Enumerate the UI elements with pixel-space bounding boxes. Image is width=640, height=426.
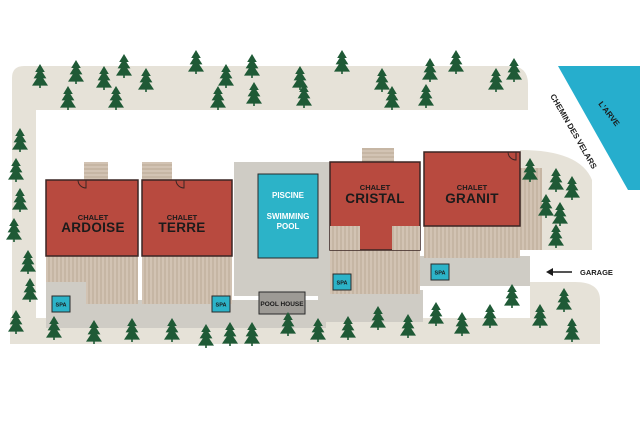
spa-granit-label: SPA — [435, 271, 446, 277]
chalet-ardoise-line1: CHALET — [78, 213, 109, 222]
spa-ardoise-label: SPA — [56, 303, 67, 309]
pool-house[interactable]: POOL HOUSE — [258, 291, 306, 315]
pool-house-label: POOL HOUSE — [260, 301, 304, 308]
pool-label-en-1: SWIMMING — [267, 212, 310, 221]
tree — [334, 50, 350, 74]
chalet-terre[interactable]: CHALET TERRE — [141, 162, 233, 304]
spa-granit[interactable]: SPA — [430, 263, 450, 281]
spa-terre-label: SPA — [216, 303, 227, 309]
chalet-granit-name: GRANIT — [445, 191, 499, 206]
tree — [504, 284, 520, 308]
chalet-terre-line1: CHALET — [167, 213, 198, 222]
chalet-granit-line1: CHALET — [457, 183, 488, 192]
garage-label: GARAGE — [580, 268, 613, 277]
tree — [428, 302, 444, 326]
spa-terre[interactable]: SPA — [211, 295, 231, 313]
chalet-terre-name: TERRE — [158, 220, 205, 235]
garage-entrance: GARAGE — [546, 268, 613, 277]
chalet-granit[interactable]: CHALET GRANIT — [423, 151, 542, 258]
spa-cristal[interactable]: SPA — [332, 273, 352, 291]
chalet-cristal[interactable]: CHALET CRISTAL — [329, 148, 421, 294]
chalet-ardoise[interactable]: CHALET ARDOISE — [45, 162, 139, 322]
spa-cristal-label: SPA — [337, 281, 348, 287]
chalet-ardoise-name: ARDOISE — [61, 220, 125, 235]
chalet-cristal-name: CRISTAL — [345, 191, 405, 206]
spa-ardoise[interactable]: SPA — [51, 295, 71, 313]
swimming-pool[interactable]: PISCINE SWIMMING POOL — [257, 173, 319, 259]
tree — [482, 304, 498, 328]
pool-label-en-2: POOL — [277, 222, 300, 231]
tree — [448, 50, 464, 74]
chalet-cristal-line1: CHALET — [360, 183, 391, 192]
tree — [188, 50, 204, 74]
pool-label-fr: PISCINE — [272, 191, 305, 200]
